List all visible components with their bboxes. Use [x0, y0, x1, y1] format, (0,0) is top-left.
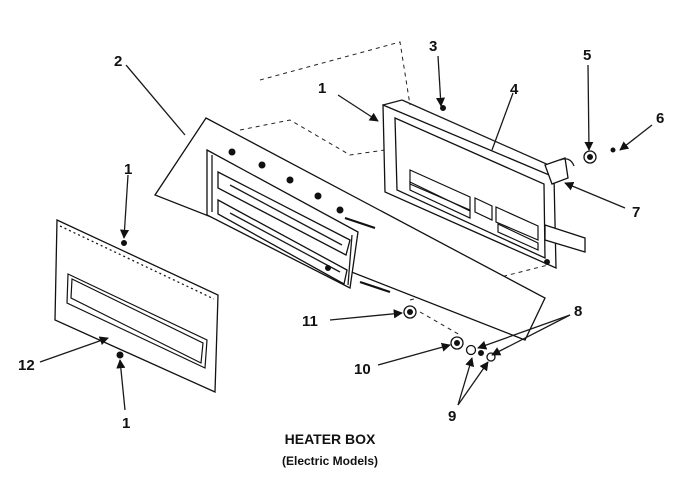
callout-7: 7: [632, 204, 640, 221]
callout-9: 9: [448, 408, 456, 425]
bushing-part: [403, 305, 417, 319]
thermostat-bracket: [544, 157, 575, 185]
callout-4: 4: [510, 81, 519, 98]
leader-lines: [39, 55, 653, 411]
callout-11: 11: [302, 313, 318, 330]
callout-10: 10: [354, 361, 371, 378]
callout-1-left-bottom: 1: [122, 415, 130, 432]
callout-2: 2: [114, 53, 122, 70]
callout-8: 8: [574, 303, 582, 320]
screw-icon: [116, 351, 124, 359]
caption-subtitle: (Electric Models): [282, 454, 378, 468]
diagram-caption: HEATER BOX (Electric Models): [282, 431, 378, 468]
callout-5: 5: [583, 47, 591, 64]
screw-icon: [440, 105, 446, 111]
callout-1-top: 1: [318, 80, 326, 97]
assembly-guide-lines: [239, 41, 549, 336]
heater-element-plate: [154, 117, 546, 341]
callout-labels: 1 2 3 4 5 6 7 1 12 1 11 10 8 9: [18, 38, 664, 432]
screw-icon: [121, 240, 127, 246]
callout-3: 3: [429, 38, 437, 55]
callout-6: 6: [656, 110, 664, 127]
heater-housing: [382, 99, 586, 270]
limit-switch: [583, 147, 616, 164]
control-knobs: [450, 336, 496, 362]
caption-title: HEATER BOX: [285, 431, 376, 447]
callout-1-left-top: 1: [124, 161, 132, 178]
callout-12: 12: [18, 357, 35, 374]
front-panel: [54, 218, 219, 393]
